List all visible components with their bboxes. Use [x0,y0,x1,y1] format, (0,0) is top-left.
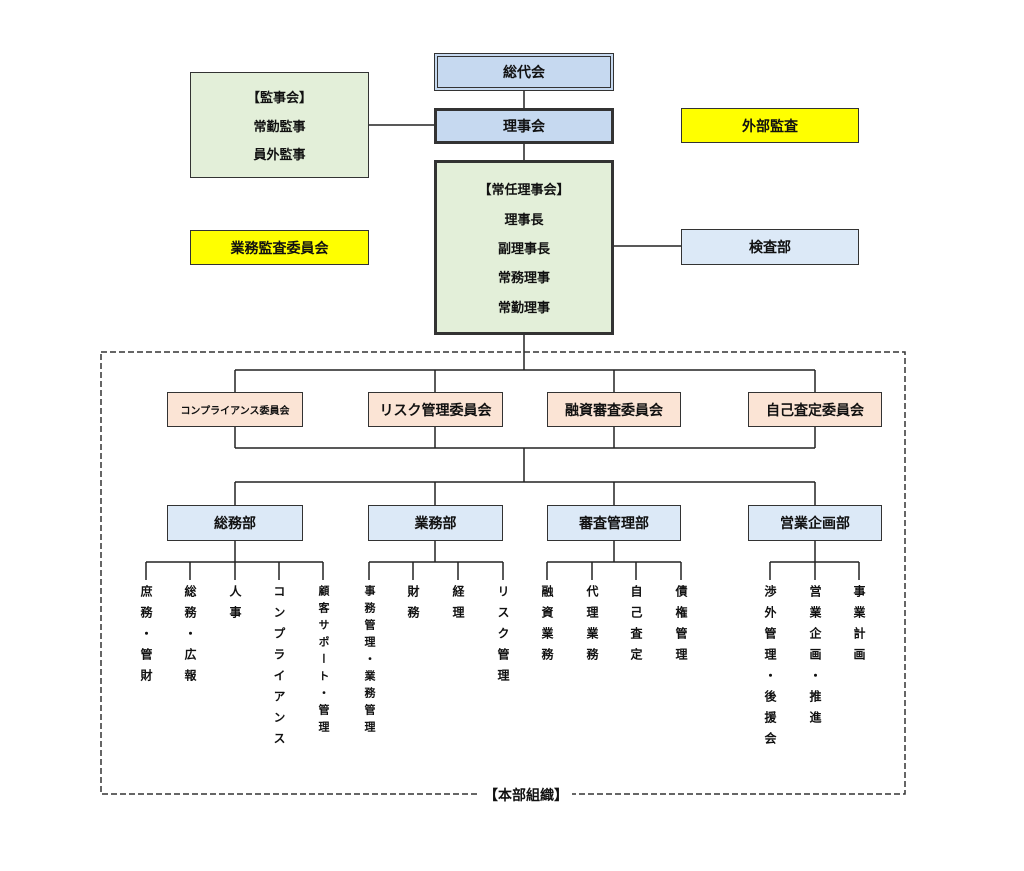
committee-box: 融資審査委員会 [547,392,681,427]
function-label: コンプライアンス [272,585,286,753]
function-label: 代理業務 [585,585,599,669]
function-label: リスク管理 [496,585,510,690]
committee-label: コンプライアンス委員会 [180,406,290,417]
committee-box: リスク管理委員会 [368,392,503,427]
committee-box: 自己査定委員会 [748,392,882,427]
auditor-item: 常勤監事 [253,119,306,135]
department-box: 総務部 [167,505,303,541]
function-label: 渉外管理・後援会 [763,585,777,753]
function-label: 事業計画 [852,585,866,669]
general-assembly-label: 総代会 [503,65,545,81]
function-label: 総務・広報 [183,585,197,690]
inspection-dept-box: 検査部 [681,229,859,265]
committee-label: リスク管理委員会 [379,402,492,419]
department-label: 総務部 [214,516,256,532]
business-audit-committee-box: 業務監査委員会 [190,230,369,265]
department-label: 営業企画部 [780,516,850,532]
auditors-title: 【監事会】 [246,90,312,106]
executive-board-item: 副理事長 [497,241,550,257]
external-audit-box: 外部監査 [681,108,859,143]
department-box: 営業企画部 [748,505,882,541]
function-label: 財務 [406,585,420,627]
executive-board-item: 理事長 [504,212,544,228]
function-label: 庶務・管財 [139,585,153,690]
executive-board-box: 【常任理事会】 理事長 副理事長 常務理事 常勤理事 [434,160,614,335]
function-label: 営業企画・推進 [808,585,822,732]
board-box: 理事会 [434,108,614,144]
auditor-item: 員外監事 [253,148,306,164]
general-assembly-box: 総代会 [434,53,614,91]
inspection-dept-label: 検査部 [749,240,791,256]
committee-box: コンプライアンス委員会 [167,392,303,427]
executive-board-title: 【常任理事会】 [478,183,570,199]
auditors-box: 【監事会】 常勤監事 員外監事 [190,72,369,178]
head-office-label: 【本部組織】 [480,785,572,805]
board-label: 理事会 [503,119,545,135]
executive-board-item: 常勤理事 [497,300,550,316]
function-label: 融資業務 [540,585,554,669]
department-label: 審査管理部 [579,516,649,532]
executive-board-item: 常務理事 [497,271,550,287]
function-label: 経理 [451,585,465,627]
department-box: 業務部 [368,505,503,541]
function-label: 事務管理・業務管理 [363,585,376,738]
function-label: 債権管理 [674,585,688,669]
external-audit-label: 外部監査 [742,118,798,135]
department-label: 業務部 [414,516,457,532]
department-box: 審査管理部 [547,505,681,541]
function-label: 人事 [228,585,242,627]
function-label: 顧客サポート・管理 [317,585,330,738]
committee-label: 自己査定委員会 [766,402,864,419]
business-audit-committee-label: 業務監査委員会 [230,240,329,257]
function-label: 自己査定 [629,585,643,669]
committee-label: 融資審査委員会 [565,402,663,419]
